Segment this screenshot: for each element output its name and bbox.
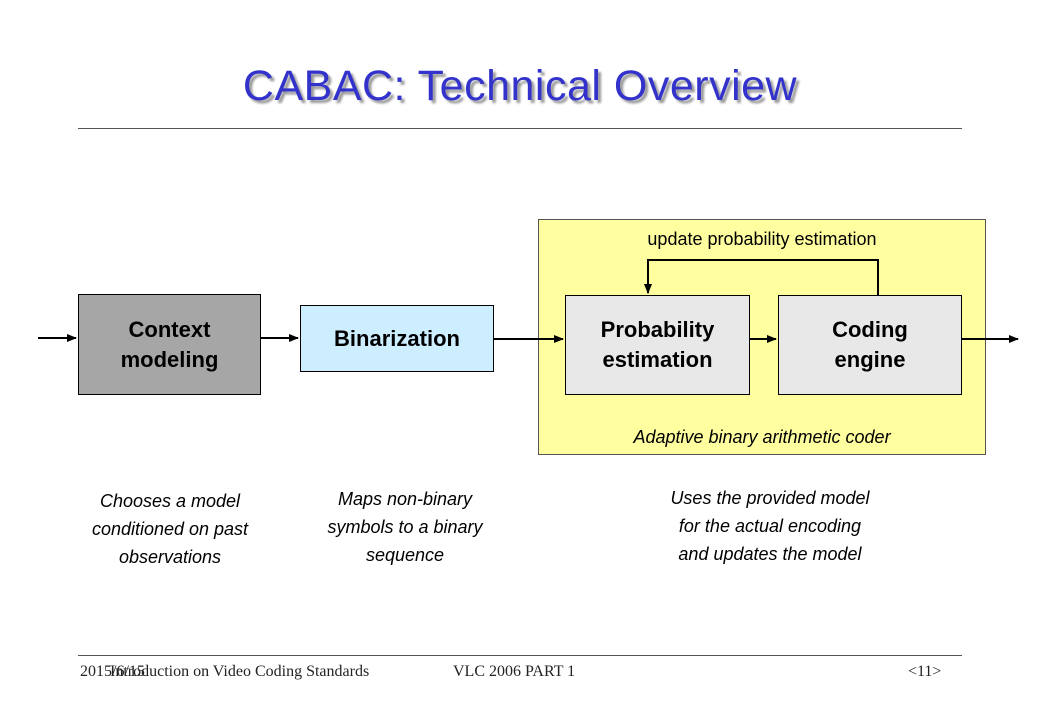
title-divider [78,128,962,129]
footer-divider [78,655,962,656]
coder-caption: Uses the provided model for the actual e… [670,488,870,564]
context-modeling-caption: Chooses a model conditioned on past obse… [91,491,249,567]
coding-engine-block: Coding engine [778,295,962,395]
footer-part: VLC 2006 PART 1 [453,663,576,680]
context-modeling-block: Context modeling [78,294,261,395]
probability-estimation-block: Probability estimation [565,295,750,395]
binarization-caption: Maps non-binary symbols to a binary sequ… [327,489,483,565]
slide-title: CABAC: Technical Overview [242,62,798,110]
footer-course: Introduction on Video Coding Standards [110,663,370,680]
binarization-block: Binarization [300,305,494,372]
feedback-loop-arrow [644,259,879,295]
panel-label: Adaptive binary arithmetic coder [633,427,891,447]
footer-page-number: <11> [908,663,942,680]
feedback-label: update probability estimation [647,229,877,249]
footer-date: 2015/6/15 [80,663,145,680]
